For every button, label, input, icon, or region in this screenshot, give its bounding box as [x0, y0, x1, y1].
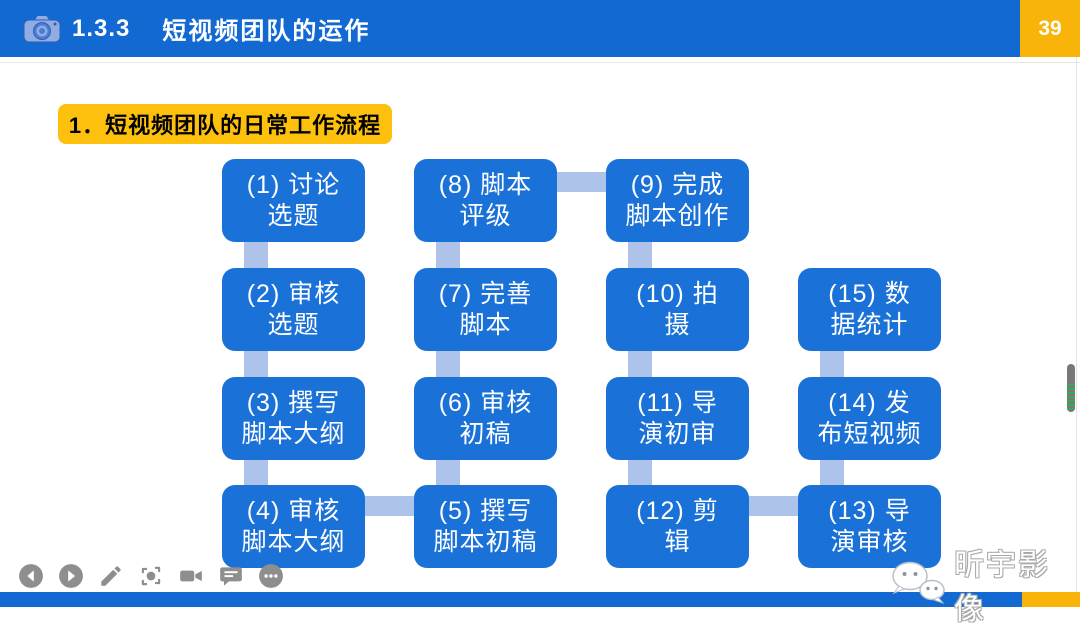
flow-box-7: (7) 完善脚本 — [414, 268, 557, 351]
wechat-icon — [884, 558, 950, 611]
flow-box-14: (14) 发布短视频 — [798, 377, 941, 460]
page-title: 短视频团队的运作 — [162, 18, 371, 45]
more-button[interactable] — [258, 563, 284, 589]
header-bar: 1.3.3 短视频团队的运作 — [0, 0, 1080, 57]
flow-box-2: (2) 审核选题 — [222, 268, 365, 351]
flow-box-8: (8) 脚本评级 — [414, 159, 557, 242]
page-number-badge: 39 — [1020, 0, 1080, 57]
flow-grid: (1) 讨论选题 (2) 审核选题 (3) 撰写脚本大纲 (4) 审核脚本大纲 (5) … — [222, 159, 941, 568]
flow-box-10: (10) 拍摄 — [606, 268, 749, 351]
lesson-number: 1.3.3 — [72, 14, 131, 42]
scrollbar-grip-stripes — [1067, 384, 1075, 410]
record-button[interactable] — [178, 563, 204, 589]
flow-box-12: (12) 剪辑 — [606, 485, 749, 568]
flow-connector — [820, 351, 844, 377]
flow-connector — [628, 460, 652, 485]
flow-connector — [436, 351, 460, 377]
flow-connector — [749, 496, 798, 516]
flow-box-1: (1) 讨论选题 — [222, 159, 365, 242]
presentation-toolbar — [18, 562, 284, 590]
flow-box-15: (15) 数据统计 — [798, 268, 941, 351]
header-divider — [0, 62, 1080, 63]
camera-icon — [22, 13, 62, 45]
flow-connector — [628, 351, 652, 377]
watermark-text: 昕宇影像 — [954, 549, 1050, 626]
flow-connector — [244, 242, 268, 268]
footer-bar-blue — [0, 592, 1022, 607]
laser-pointer-button[interactable] — [138, 563, 164, 589]
flow-box-5: (5) 撰写脚本初稿 — [414, 485, 557, 568]
flow-connector — [244, 460, 268, 485]
flow-connector — [557, 172, 606, 192]
play-button[interactable] — [58, 563, 84, 589]
edit-button[interactable] — [98, 563, 124, 589]
flow-connector — [244, 351, 268, 377]
flow-box-11: (11) 导演初审 — [606, 377, 749, 460]
section-label: 1．短视频团队的日常工作流程 — [58, 104, 392, 144]
scrollbar-track — [1076, 57, 1077, 592]
footer-bar-yellow — [1022, 592, 1080, 607]
flow-box-13: (13) 导演审核 — [798, 485, 941, 568]
comment-button[interactable] — [218, 563, 244, 589]
flow-box-9: (9) 完成脚本创作 — [606, 159, 749, 242]
flow-connector — [365, 496, 414, 516]
flow-connector — [436, 242, 460, 268]
flow-connector — [820, 460, 844, 485]
flow-box-4: (4) 审核脚本大纲 — [222, 485, 365, 568]
flow-box-3: (3) 撰写脚本大纲 — [222, 377, 365, 460]
flow-box-6: (6) 审核初稿 — [414, 377, 557, 460]
watermark: 昕宇影像 — [884, 540, 1080, 628]
flow-connector — [628, 242, 652, 268]
previous-button[interactable] — [18, 563, 44, 589]
flow-connector — [436, 460, 460, 485]
scrollbar-thumb[interactable] — [1067, 364, 1075, 412]
